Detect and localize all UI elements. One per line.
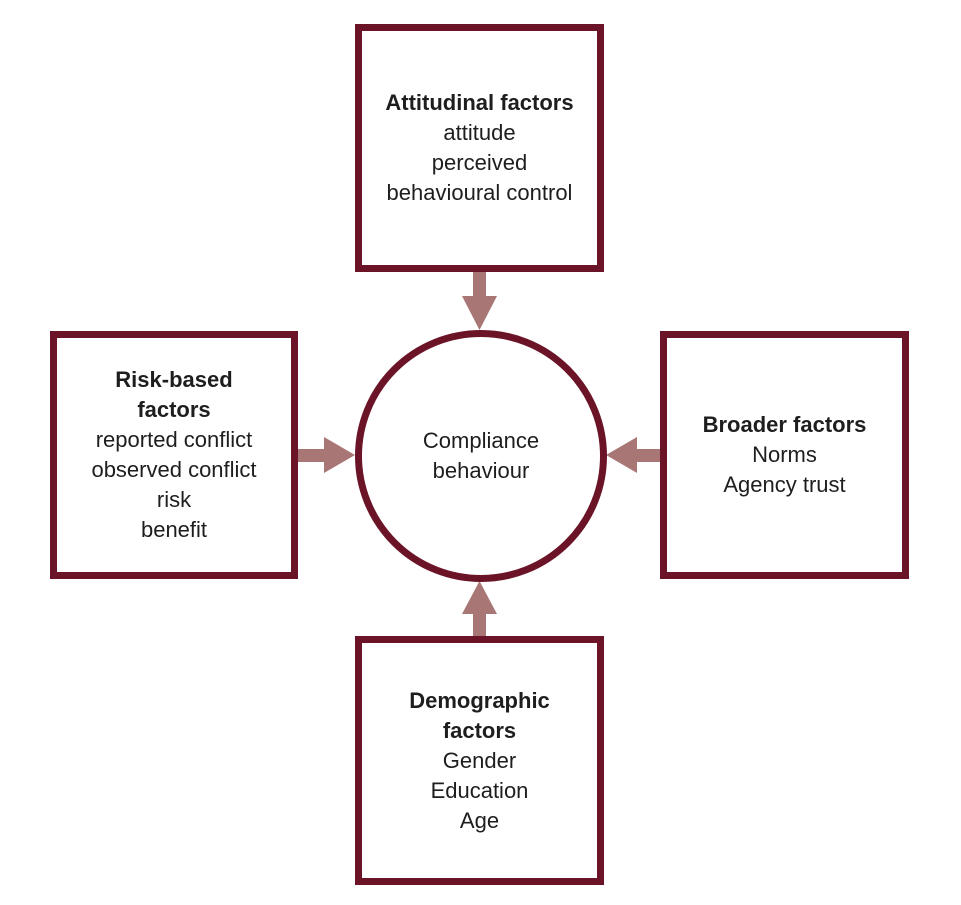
box-title: Demographic factors [409,687,550,743]
broader-factors-box: Broader factors Norms Agency trust [660,331,909,579]
box-item: Agency trust [723,472,846,497]
compliance-behaviour-node: Compliance behaviour [355,330,607,582]
box-item: benefit [140,517,208,542]
demographic-factors-box: Demographic factors Gender Education Age [355,636,604,885]
box-item: Norms [752,442,817,467]
box-item: Gender [442,747,517,773]
box-item: risk [156,487,192,512]
box-title: Risk-based factors [115,367,233,422]
box-title: Attitudinal factors [385,90,574,115]
arrow-demographic-to-compliance [462,581,497,637]
attitudinal-factors-box: Attitudinal factors attitude perceived b… [355,24,604,272]
center-label-line: behaviour [432,458,530,483]
arrow-attitudinal-to-compliance [462,272,497,330]
box-item: Age [459,807,500,833]
box-item: reported conflict [95,427,253,452]
center-label-line: Compliance [422,428,540,453]
box-title: Broader factors [702,412,867,437]
box-item: behavioural control [386,180,573,205]
box-item: attitude [443,120,516,145]
box-item: Education [430,777,529,803]
box-item: perceived [431,150,528,175]
risk-based-factors-box: Risk-based factors reported conflict obs… [50,331,298,579]
arrow-broader-to-compliance [606,437,660,473]
box-item: observed conflict [91,457,257,482]
arrow-risk-to-compliance [298,437,355,473]
